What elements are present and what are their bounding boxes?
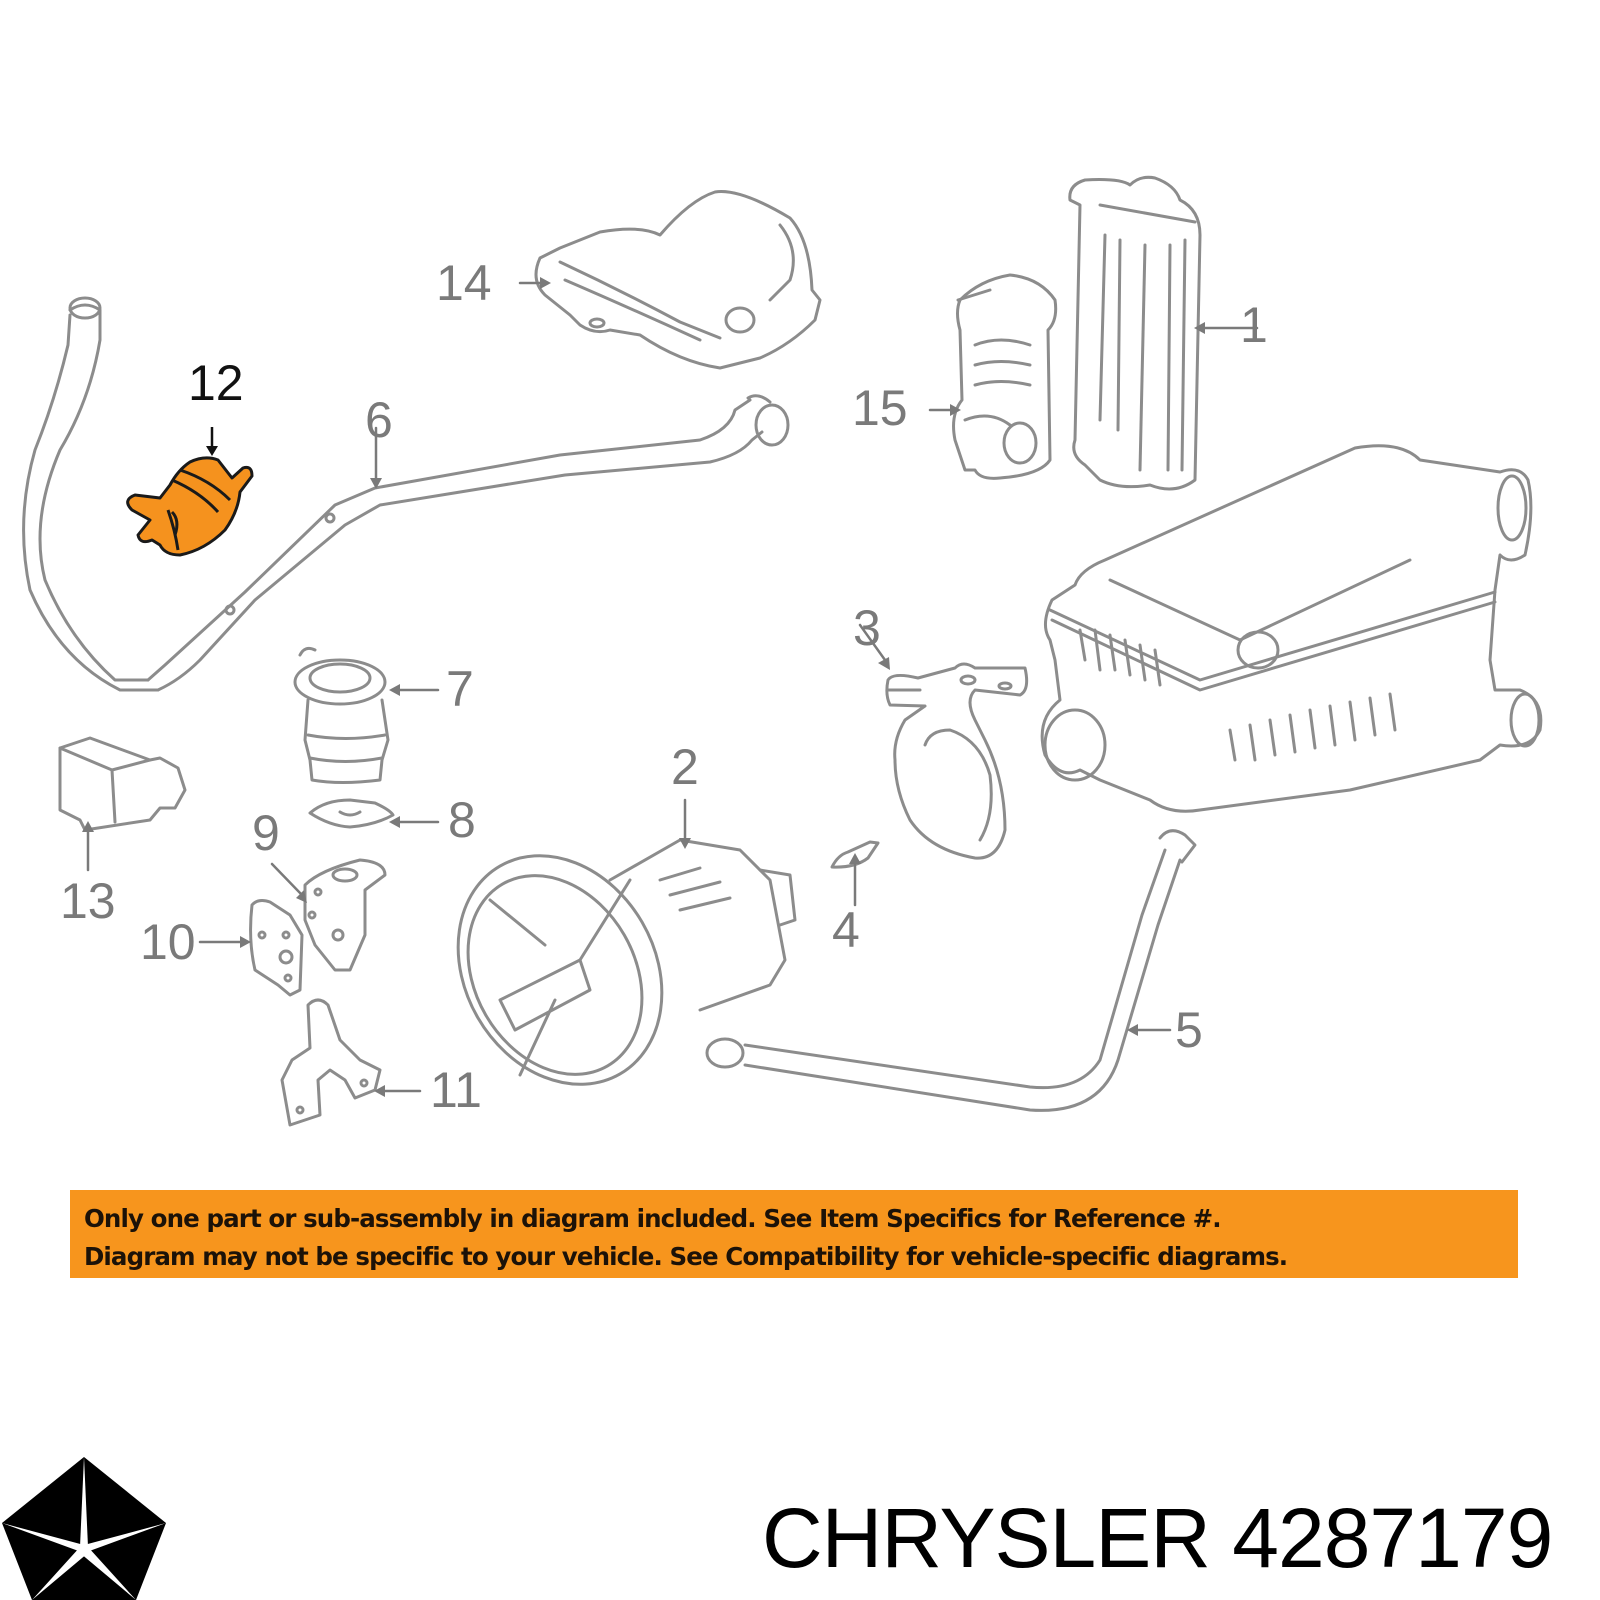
- part-2-pump: [456, 838, 797, 1086]
- part-3-bracket: [885, 662, 1029, 860]
- callout-11: 11: [430, 1062, 482, 1118]
- arrowheads: [82, 277, 1205, 1097]
- callout-1: 1: [1240, 297, 1268, 353]
- callout-9: 9: [252, 805, 280, 861]
- callout-arrows: [86, 281, 1259, 1093]
- notice-line-2: Diagram may not be specific to your vehi…: [84, 1242, 1288, 1271]
- part-6-tube: [146, 394, 790, 692]
- callout-13: 13: [60, 873, 116, 929]
- part-8-gasket: [308, 798, 395, 829]
- callout-15: 15: [852, 380, 908, 436]
- callout-6: 6: [365, 392, 393, 448]
- notice-line-1: Only one part or sub-assembly in diagram…: [84, 1204, 1222, 1233]
- part-14-resonator: [534, 190, 822, 370]
- part-10-plate: [249, 899, 304, 997]
- callout-4: 4: [832, 902, 860, 958]
- part-4-grommet: [830, 840, 880, 869]
- callout-3: 3: [853, 600, 881, 656]
- callout-2: 2: [671, 739, 699, 795]
- part-11-bracket: [280, 998, 382, 1127]
- brand-part-number: CHRYSLER 4287179: [762, 1491, 1553, 1585]
- part-5-hose: [705, 829, 1197, 1112]
- part-7-valve: [293, 646, 390, 784]
- part-13-module: [58, 736, 187, 832]
- callout-8: 8: [448, 792, 476, 848]
- air-cleaner-housing: [1040, 444, 1543, 813]
- part-15-valve: [952, 273, 1058, 480]
- left-tube: [22, 296, 160, 692]
- part-9-bracket: [303, 858, 387, 972]
- callout-14: 14: [436, 255, 492, 311]
- callout-10: 10: [140, 914, 196, 970]
- callout-7: 7: [446, 661, 474, 717]
- pentastar-logo-icon: [2, 1457, 166, 1600]
- callout-5: 5: [1175, 1002, 1203, 1058]
- notice-banner: Only one part or sub-assembly in diagram…: [70, 1190, 1518, 1278]
- part-12-solenoid-highlighted: [126, 427, 254, 557]
- callout-12: 12: [188, 355, 244, 411]
- part-1-element: [1068, 175, 1202, 491]
